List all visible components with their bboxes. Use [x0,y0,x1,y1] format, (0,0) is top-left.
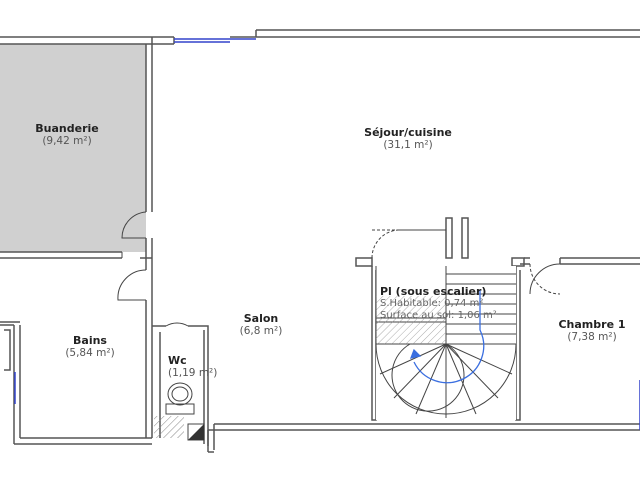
buanderie-area: (9,42 m²) [42,135,92,147]
bains-name: Bains [73,334,107,347]
room-label-bains: Bains (5,84 m²) [50,334,130,360]
wc-hatch [154,416,184,438]
windows [14,38,640,430]
sejour-name: Séjour/cuisine [364,126,452,139]
buanderie-name: Buanderie [35,122,99,135]
buanderie-floor [0,44,146,252]
salon-area: (6,8 m²) [239,325,283,337]
chambre1-area: (7,38 m²) [567,331,617,343]
pl-name: Pl (sous escalier) [380,285,487,298]
chambre1-name: Chambre 1 [558,318,626,331]
room-label-buanderie: Buanderie (9,42 m²) [22,122,112,148]
shaft [187,423,205,441]
bains-area: (5,84 m²) [65,347,115,359]
walls [0,29,640,453]
room-label-salon: Salon (6,8 m²) [226,312,296,338]
sejour-area: (31,1 m²) [383,139,433,151]
room-label-pl: Pl (sous escalier) S.Habitable: 0,74 m² … [380,285,497,322]
room-label-wc: Wc (1,19 m²) [158,354,234,380]
wc-name: Wc [168,354,187,367]
room-label-chambre1: Chambre 1 (7,38 m²) [552,318,632,344]
pl-habitable: S.Habitable: 0,74 m² [380,298,484,309]
wc-area: (1,19 m²) [168,367,218,379]
pl-surface-sol: Surface au sol: 1,06 m² [380,310,497,321]
pl-under-stair-hatch [376,296,446,344]
stair-arrow [409,290,485,384]
salon-name: Salon [243,312,279,325]
wc-toilet [165,382,195,415]
room-label-sejour: Séjour/cuisine (31,1 m²) [358,126,458,152]
doors [117,211,561,327]
